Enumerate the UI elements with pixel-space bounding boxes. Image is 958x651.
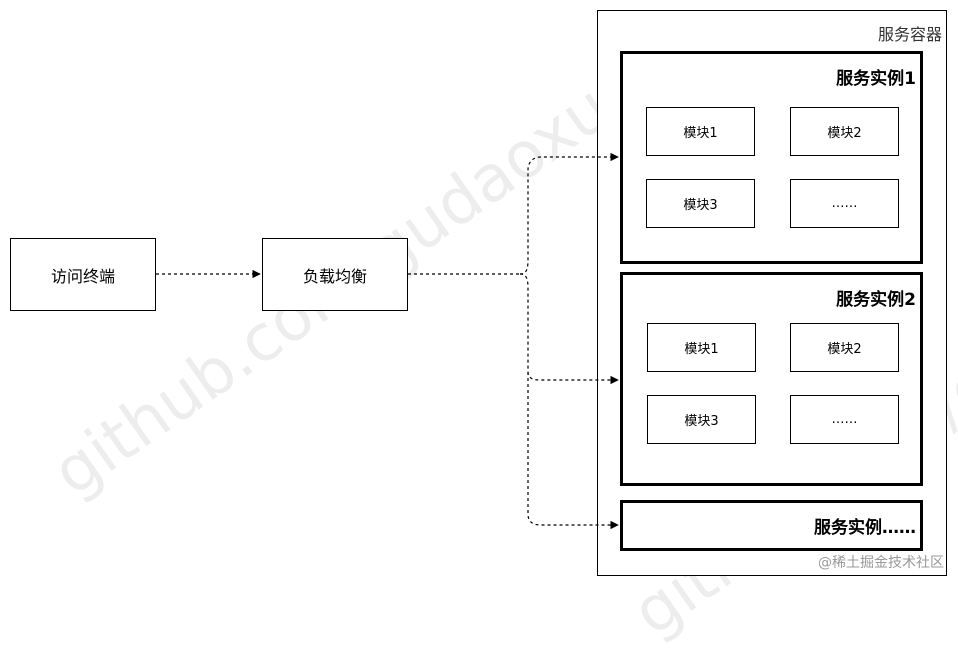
- module-label: ……: [831, 412, 858, 427]
- module-label: 模块3: [683, 198, 718, 213]
- module-box: 模块2: [790, 323, 899, 372]
- module-box: ……: [790, 395, 899, 444]
- module-box: 模块3: [647, 395, 756, 444]
- load-balancer-label: 负载均衡: [302, 266, 367, 286]
- service-instance-1-title: 服务实例1: [836, 69, 916, 89]
- module-label: 模块2: [827, 342, 862, 357]
- module-box: 模块2: [790, 107, 899, 156]
- load-balancer-node: 负载均衡: [262, 238, 408, 311]
- service-instance-more-title: 服务实例……: [814, 518, 916, 538]
- service-instance-more: 服务实例……: [620, 500, 923, 551]
- module-box: 模块1: [646, 107, 755, 156]
- module-label: 模块1: [684, 342, 719, 357]
- module-box: 模块3: [646, 179, 755, 228]
- service-instance-2: 服务实例2 模块1 模块2 模块3 ……: [620, 272, 923, 486]
- service-instance-1: 服务实例1 模块1 模块2 模块3 ……: [620, 51, 923, 264]
- module-label: 模块1: [683, 126, 718, 141]
- module-label: ……: [831, 196, 858, 211]
- module-label: 模块2: [827, 126, 862, 141]
- module-box: 模块1: [647, 323, 756, 372]
- terminal-node: 访问终端: [10, 238, 156, 311]
- module-label: 模块3: [684, 414, 719, 429]
- credit-text: @稀土掘金技术社区: [818, 555, 944, 571]
- module-box: ……: [790, 179, 899, 228]
- service-container-title: 服务容器: [877, 25, 942, 44]
- terminal-label: 访问终端: [50, 266, 115, 286]
- service-instance-2-title: 服务实例2: [836, 290, 916, 310]
